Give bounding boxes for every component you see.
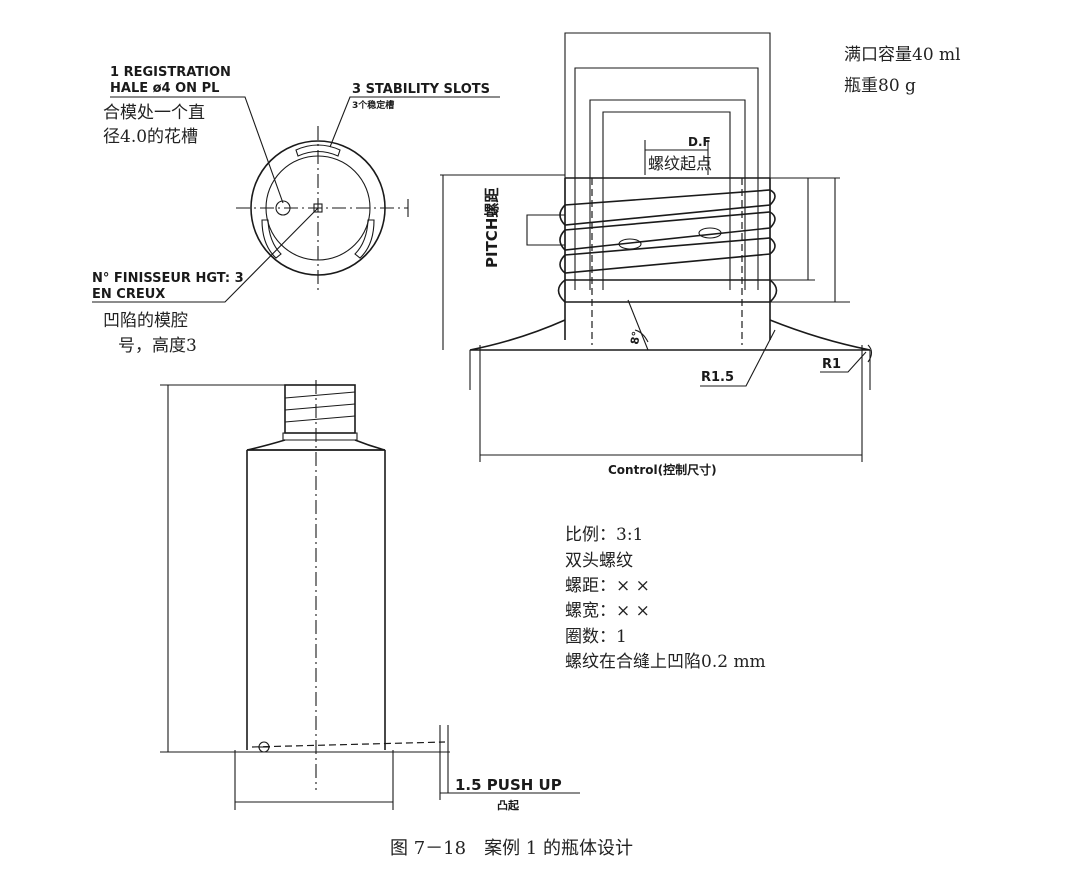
- note-scale: 比例：3:1: [565, 525, 643, 545]
- registration-cn-1: 合模处一个直: [103, 103, 205, 123]
- stability-slot: [295, 144, 341, 157]
- r1-label: R1: [822, 357, 841, 372]
- bottle-side-view: [160, 380, 580, 810]
- thread-start-mark: [698, 227, 722, 239]
- stability-slot: [354, 219, 375, 259]
- registration-hole: [275, 200, 291, 216]
- push-up-line: [251, 741, 446, 748]
- pitch-label: PITCH螺距: [483, 188, 501, 268]
- slots-label: 3 STABILITY SLOTS: [352, 82, 490, 97]
- center-mark: [313, 203, 323, 213]
- dim-bracket-2: [574, 67, 759, 290]
- slots-cn-label: 3个稳定槽: [352, 99, 394, 111]
- thread-rib: [559, 211, 776, 251]
- registration-label-2: HALE ø4 ON PL: [110, 81, 219, 96]
- finisseur-cn-2: 号，高度3: [118, 336, 197, 356]
- r15-label: R1.5: [701, 370, 734, 385]
- registration-label-1: 1 REGISTRATION: [110, 65, 231, 80]
- stability-slot: [261, 219, 282, 259]
- dim-bracket-3: [589, 99, 746, 290]
- thread-start-label: 螺纹起点: [648, 154, 712, 173]
- registration-cn-2: 径4.0的花槽: [103, 127, 198, 147]
- thread-rib: [559, 189, 776, 226]
- angle-arc: [634, 329, 649, 343]
- dim-bracket-4: [602, 111, 731, 290]
- slots-leader: [329, 96, 500, 148]
- capacity-spec: 满口容量40 ml: [844, 45, 961, 65]
- r1-leader: [820, 351, 867, 373]
- registration-leader: [110, 96, 284, 204]
- finisseur-leader: [92, 207, 319, 303]
- angle-label: 8°: [628, 330, 643, 345]
- note-turns: 圈数：1: [565, 627, 627, 647]
- df-label: D.F: [688, 135, 711, 149]
- angle-line: [627, 299, 649, 351]
- note-pitch: 螺距：× ×: [565, 576, 650, 596]
- weight-spec: 瓶重80 g: [844, 76, 916, 96]
- pitch-box: [526, 214, 565, 246]
- neck-bead: [557, 279, 778, 303]
- finisseur-cn-1: 凹陷的模腔: [103, 311, 188, 331]
- note-recess: 螺纹在合缝上凹陷0.2 mm: [565, 652, 766, 672]
- r15-leader: [700, 329, 776, 387]
- control-label: Control(控制尺寸): [608, 462, 717, 477]
- note-width: 螺宽：× ×: [565, 601, 650, 621]
- finisseur-label-2: EN CREUX: [92, 287, 165, 302]
- bottle-neck-bead: [282, 432, 358, 441]
- figure-caption: 图 7－18 案例 1 的瓶体设计: [390, 838, 633, 859]
- bottle-neck-threads: [284, 391, 356, 423]
- dim-bracket-outer: [564, 32, 771, 290]
- note-thread-type: 双头螺纹: [565, 551, 633, 571]
- push-up-label: 1.5 PUSH UP: [455, 776, 562, 794]
- thread-start-mark: [618, 238, 642, 250]
- top-view-leaders: [92, 96, 500, 303]
- push-up-cn-label: 凸起: [497, 798, 520, 812]
- design-notes: 比例：3:1 双头螺纹 螺距：× × 螺宽：× × 圈数：1 螺纹在合缝上凹陷0…: [565, 525, 766, 672]
- r1-arc: [867, 344, 873, 363]
- neck-detail: [440, 32, 873, 462]
- finisseur-label-1: N° FINISSEUR HGT: 3: [92, 271, 244, 286]
- shoulder: [469, 319, 871, 351]
- thread-rib: [559, 237, 776, 274]
